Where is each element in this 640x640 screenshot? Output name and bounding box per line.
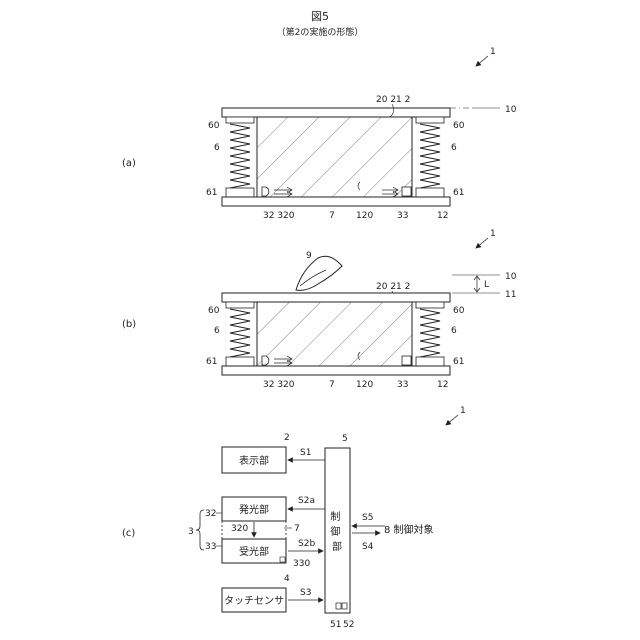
ref-320-c: 320 bbox=[231, 524, 248, 534]
ref-device-a: 1 bbox=[490, 47, 496, 57]
display-block-label: 表示部 bbox=[239, 454, 269, 467]
receiver-sub-330 bbox=[280, 557, 285, 562]
ref-120-a: 120 bbox=[356, 211, 373, 221]
panel-c-label: (c) bbox=[122, 528, 135, 539]
figure-title: 図5 bbox=[311, 10, 329, 23]
ref-12-a: 12 bbox=[437, 211, 448, 221]
ref-60-left-b: 60 bbox=[208, 306, 220, 316]
ref-4: 4 bbox=[284, 574, 290, 584]
sig-s2b: S2b bbox=[298, 539, 315, 549]
sig-s5: S5 bbox=[362, 513, 373, 523]
receiver-block-label: 受光部 bbox=[239, 545, 269, 558]
emitter-b bbox=[262, 356, 269, 365]
ref-3: 3 bbox=[188, 527, 194, 537]
ref-61-right-a: 61 bbox=[453, 188, 464, 198]
ref-L: L bbox=[484, 280, 489, 290]
ref-32-c: 32 bbox=[205, 509, 216, 519]
display-body-b bbox=[257, 302, 412, 366]
spring-left-a bbox=[230, 124, 250, 188]
top-plate-b bbox=[222, 293, 450, 302]
ref-finger: 9 bbox=[306, 251, 312, 261]
ref-330: 330 bbox=[293, 559, 310, 569]
bottom-plate-b bbox=[222, 366, 450, 375]
ref-33-c: 33 bbox=[205, 542, 216, 552]
ref-12-b: 12 bbox=[437, 380, 448, 390]
ref-device-a-arrow bbox=[476, 56, 488, 66]
panel-b-label: (b) bbox=[122, 319, 136, 330]
control-unit-label: 制 御 部 bbox=[330, 510, 343, 553]
sig-s4: S4 bbox=[362, 542, 374, 552]
ref-10-a: 10 bbox=[505, 105, 517, 115]
ref-6-left-a: 6 bbox=[214, 143, 220, 153]
panel-b: (b) 1 9 L 10 11 20 21 2 bbox=[122, 229, 517, 390]
ref-7-a: 7 bbox=[329, 211, 335, 221]
panel-c: (c) 1 5 制 御 部 51 52 2 表示部 S1 発光部 S2a 受光部… bbox=[122, 406, 466, 630]
sig-s3: S3 bbox=[300, 588, 311, 598]
control-unit-char-3: 部 bbox=[332, 540, 342, 553]
spring-left-b bbox=[230, 309, 250, 357]
ref-7-c: 7 bbox=[294, 524, 300, 534]
ref-52: 52 bbox=[343, 620, 354, 630]
ref-6-left-b: 6 bbox=[214, 326, 220, 336]
ref-7-b: 7 bbox=[329, 380, 335, 390]
ref-61-left-b: 61 bbox=[206, 357, 217, 367]
display-body-a bbox=[257, 117, 412, 197]
ref-10-b: 10 bbox=[505, 272, 517, 282]
ref-60-left-a: 60 bbox=[208, 121, 220, 131]
spring-right-b bbox=[420, 309, 440, 357]
receiver-a bbox=[402, 187, 411, 196]
ref-display-b: 20 21 2 bbox=[376, 282, 410, 292]
ref-11-b: 11 bbox=[505, 290, 516, 300]
ref-33-b: 33 bbox=[397, 380, 408, 390]
ref-device-b: 1 bbox=[490, 229, 496, 239]
spring-right-a bbox=[420, 124, 440, 188]
panel-a-label: (a) bbox=[122, 158, 136, 169]
top-plate-a bbox=[222, 108, 450, 117]
ref-5: 5 bbox=[342, 434, 348, 444]
figure-subtitle: （第2の実施の形態） bbox=[277, 26, 364, 38]
panel-a: (a) 1 10 20 21 2 60 60 bbox=[122, 47, 517, 221]
control-unit-char-2: 御 bbox=[330, 525, 340, 538]
ref-61-left-a: 61 bbox=[206, 188, 217, 198]
touch-sensor-block-label: タッチセンサ bbox=[224, 595, 284, 607]
ref-2: 2 bbox=[284, 433, 290, 443]
receiver-b bbox=[402, 356, 411, 365]
ref-32-320-a: 32 320 bbox=[263, 211, 295, 221]
ref-device-c: 1 bbox=[460, 406, 466, 416]
bottom-plate-a bbox=[222, 197, 450, 206]
emitter-block-label: 発光部 bbox=[239, 503, 269, 516]
ref-32-320-b: 32 320 bbox=[263, 380, 295, 390]
ref-33-a: 33 bbox=[397, 211, 408, 221]
ref-display-a: 20 21 2 bbox=[376, 95, 410, 105]
sig-s1: S1 bbox=[300, 448, 311, 458]
ref-120-b: 120 bbox=[356, 380, 373, 390]
emitter-a bbox=[262, 187, 269, 196]
control-sub-51 bbox=[336, 603, 341, 609]
sig-s2a: S2a bbox=[298, 496, 315, 506]
ref-61-right-b: 61 bbox=[453, 357, 464, 367]
control-sub-52 bbox=[342, 603, 347, 609]
ref-6-right-a: 6 bbox=[451, 143, 457, 153]
ref-51: 51 bbox=[330, 620, 341, 630]
ref-60-right-b: 60 bbox=[453, 306, 465, 316]
ref-60-right-a: 60 bbox=[453, 121, 465, 131]
control-target-label: 8 制御対象 bbox=[384, 523, 434, 536]
ref-6-right-b: 6 bbox=[451, 326, 457, 336]
control-unit-char-1: 制 bbox=[330, 510, 340, 523]
